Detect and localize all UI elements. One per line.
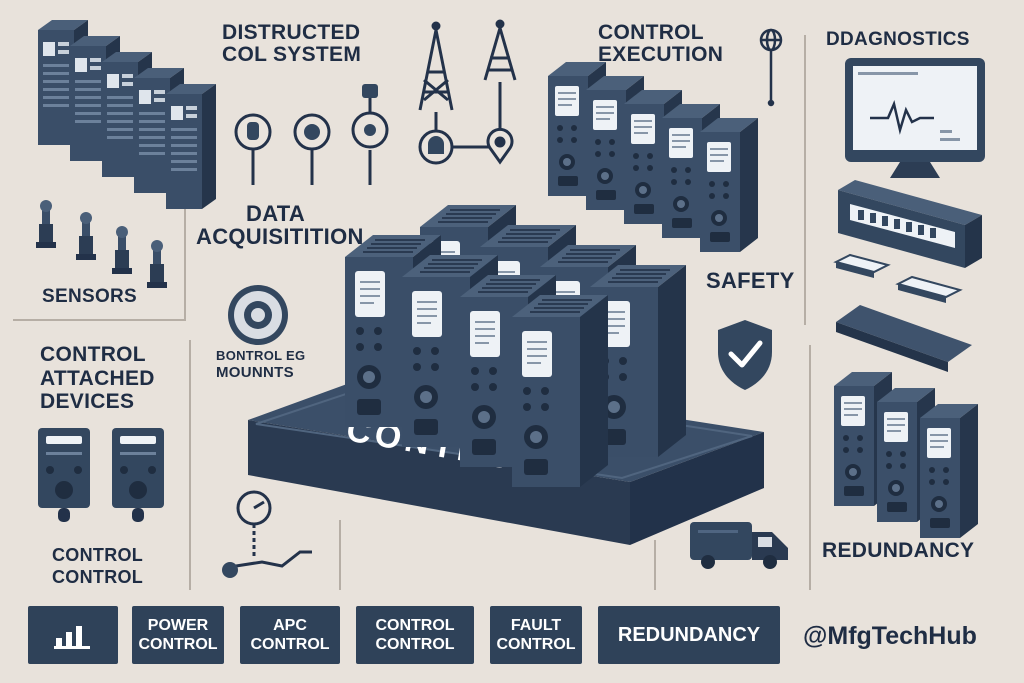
- safety-label: SAFETY: [706, 268, 795, 293]
- execution-cabinets: [548, 62, 758, 252]
- chart-icon: [54, 626, 90, 649]
- section-dividers: [13, 35, 811, 590]
- social-handle: @MfgTechHub: [803, 622, 977, 650]
- gauge-icons: [234, 84, 389, 185]
- tower-icon: [418, 19, 517, 165]
- monitor-icon: [845, 58, 985, 178]
- diagnostics-label: DDAGNOSTICS: [826, 29, 970, 50]
- sensors-label: SENSORS: [42, 286, 138, 307]
- redundancy-button[interactable]: REDUNDANCY: [598, 606, 780, 664]
- probe-icon: [222, 490, 312, 578]
- truck-icon: [690, 522, 788, 569]
- sensor-icons: [36, 200, 167, 288]
- distributed-racks: [38, 20, 216, 209]
- mounts-icon: [228, 285, 288, 345]
- redundancy-label: REDUNDANCY: [822, 539, 975, 562]
- chart-button[interactable]: [28, 606, 118, 664]
- diagnostic-hardware: [833, 180, 982, 372]
- redundancy-cabinets: [834, 372, 978, 538]
- shield-check-icon: [718, 320, 772, 390]
- attached-device-icons: [38, 428, 164, 522]
- globe-icon: [759, 28, 783, 107]
